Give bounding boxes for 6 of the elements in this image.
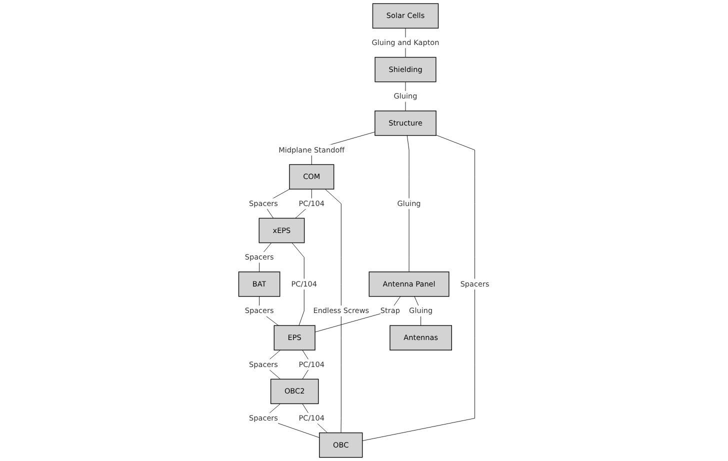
connector	[324, 188, 342, 434]
connector	[314, 296, 401, 332]
connector	[292, 242, 304, 326]
connector	[362, 134, 476, 442]
connector	[406, 135, 410, 272]
connector	[405, 82, 406, 112]
